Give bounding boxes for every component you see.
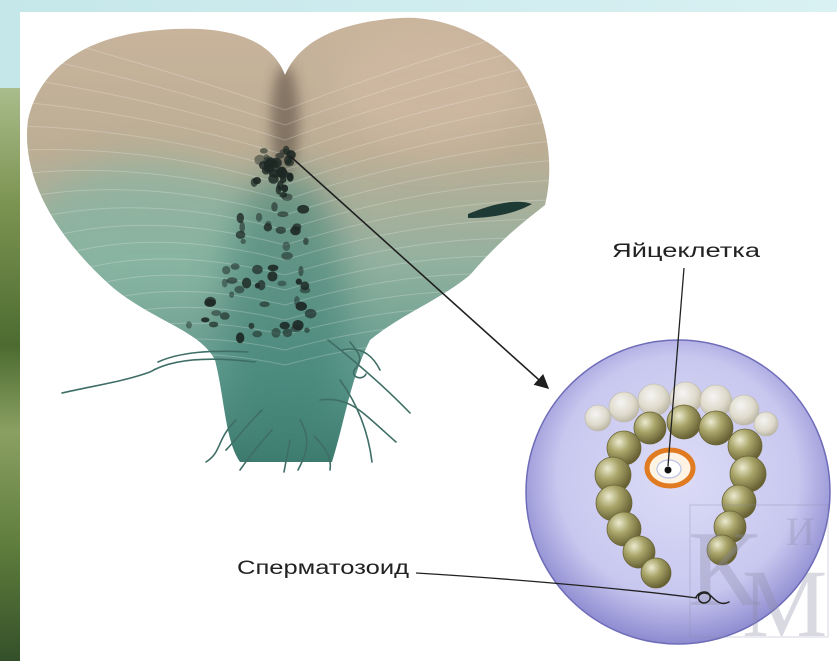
gametangium-dot	[277, 180, 284, 190]
gametangium-dot	[290, 226, 301, 235]
gametangium-dot	[209, 322, 219, 328]
gametangium-dot	[268, 265, 279, 271]
gametangium-dot	[277, 211, 288, 217]
watermark-letter-i: И	[786, 509, 815, 554]
egg-cell	[647, 450, 693, 486]
gametangium-dot	[260, 148, 268, 154]
gametangium-dot	[304, 328, 309, 333]
gametangium-dot	[222, 279, 228, 288]
left-photo-strip	[0, 88, 22, 661]
gametangium-dot	[220, 312, 230, 320]
gametangium-dot	[271, 328, 280, 338]
egg-cell-nucleus	[665, 467, 672, 474]
gametangium-dot	[281, 172, 292, 177]
gametangium-dot	[267, 271, 277, 281]
neck-cell	[641, 558, 671, 588]
gametangium-dot	[290, 325, 302, 332]
gametangium-dot	[265, 221, 271, 226]
gametangium-dot	[234, 286, 244, 294]
gametangium-dot	[277, 281, 286, 287]
gametangium-dot	[252, 331, 262, 338]
gametangium-dot	[222, 266, 230, 275]
gametangium-dot	[305, 309, 317, 319]
gametangium-dot	[252, 265, 263, 274]
gametangium-dot	[211, 310, 221, 316]
gametangium-dot	[262, 167, 270, 175]
gametangium-dot	[303, 238, 309, 245]
gametangium-dot	[201, 317, 209, 322]
gametangium-dot	[254, 155, 265, 165]
gametangium-dot	[241, 239, 246, 244]
gametangium-dot	[281, 252, 293, 260]
gametangium-dot	[251, 178, 258, 187]
gametangium-dot	[229, 291, 234, 297]
neck-cell-light	[638, 384, 670, 416]
gametangium-dot	[298, 266, 303, 276]
gametangium-dot	[237, 213, 244, 223]
gametangium-dot	[256, 213, 262, 222]
gametangium-dot	[285, 159, 295, 167]
gametangium-dot	[297, 205, 309, 214]
gametangium-dot	[186, 321, 192, 328]
gametangium-dot	[226, 277, 237, 283]
gametangium-dot	[236, 231, 246, 239]
gametangium-dot	[269, 169, 282, 177]
watermark-letter-m: М	[742, 550, 827, 657]
gametangium-dot	[283, 242, 291, 252]
gametangium-dot	[280, 322, 290, 330]
gametangium-dot	[300, 282, 309, 291]
sperm-label: Сперматозоид	[237, 558, 409, 579]
gametangium-dot	[275, 153, 284, 159]
gametangium-dot	[259, 301, 269, 307]
egg-cell-label: Яйцеклетка	[612, 241, 761, 262]
gametangium-dot	[296, 302, 307, 311]
gametangium-dot	[271, 202, 277, 211]
gametangium-dot	[249, 323, 255, 329]
gametangium-dot	[242, 278, 251, 289]
neck-cell-light	[754, 412, 778, 436]
gametangium-dot	[204, 299, 215, 307]
gametangium-dot	[257, 280, 265, 290]
neck-cell	[699, 411, 733, 445]
neck-cell-light	[609, 392, 639, 422]
gametangium-dot	[231, 263, 240, 270]
gametangium-dot	[279, 192, 287, 197]
gametangium-dot	[276, 227, 286, 234]
gametangium-dot	[236, 332, 244, 343]
neck-cell-light	[585, 405, 611, 431]
